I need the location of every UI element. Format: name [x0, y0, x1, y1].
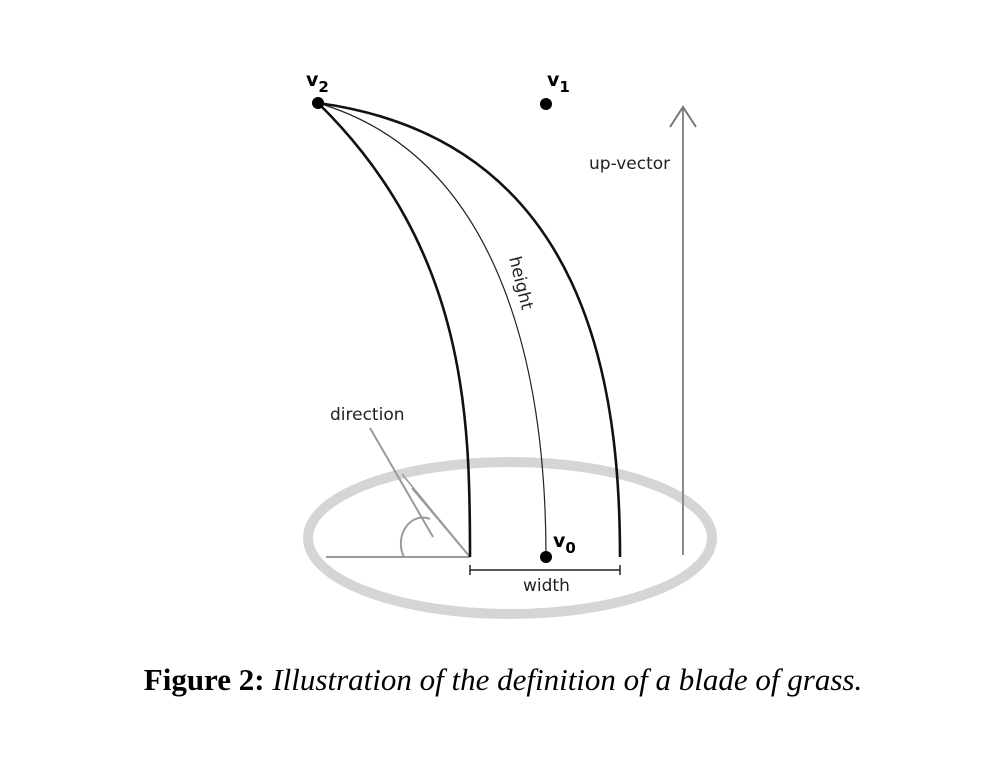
v1-label: v1: [547, 69, 570, 96]
v0-subscript: 0: [565, 539, 575, 557]
up-vector-label: up-vector: [589, 154, 670, 174]
blade-left-edge: [317, 102, 472, 558]
v1-point: [540, 98, 552, 110]
direction-pointer-line: [369, 427, 434, 538]
blade-center-curve: [317, 102, 547, 558]
grass-blade-diagram: v2 v1 v0 up-vector height direction widt…: [303, 69, 717, 619]
v1-letter: v: [547, 69, 560, 91]
v0-letter: v: [553, 530, 566, 552]
v0-point: [540, 551, 552, 563]
v2-subscript: 2: [318, 78, 328, 96]
blade-right-edge: [317, 101, 622, 558]
direction-label: direction: [330, 405, 405, 425]
caption-text: Illustration of the definition of a blad…: [272, 662, 863, 697]
v2-letter: v: [306, 69, 319, 91]
ground-ellipse: [303, 457, 717, 619]
v2-label: v2: [306, 69, 329, 96]
width-label: width: [523, 576, 570, 596]
up-vector-arrowhead: [669, 105, 697, 128]
figure-caption: Figure 2: Illustration of the definition…: [0, 662, 1006, 698]
v2-point: [312, 97, 324, 109]
direction-side-line: [401, 473, 471, 558]
v0-label: v0: [553, 530, 576, 557]
v1-subscript: 1: [559, 78, 569, 96]
caption-label: Figure 2:: [143, 662, 265, 697]
direction-angle-arc: [399, 516, 431, 558]
